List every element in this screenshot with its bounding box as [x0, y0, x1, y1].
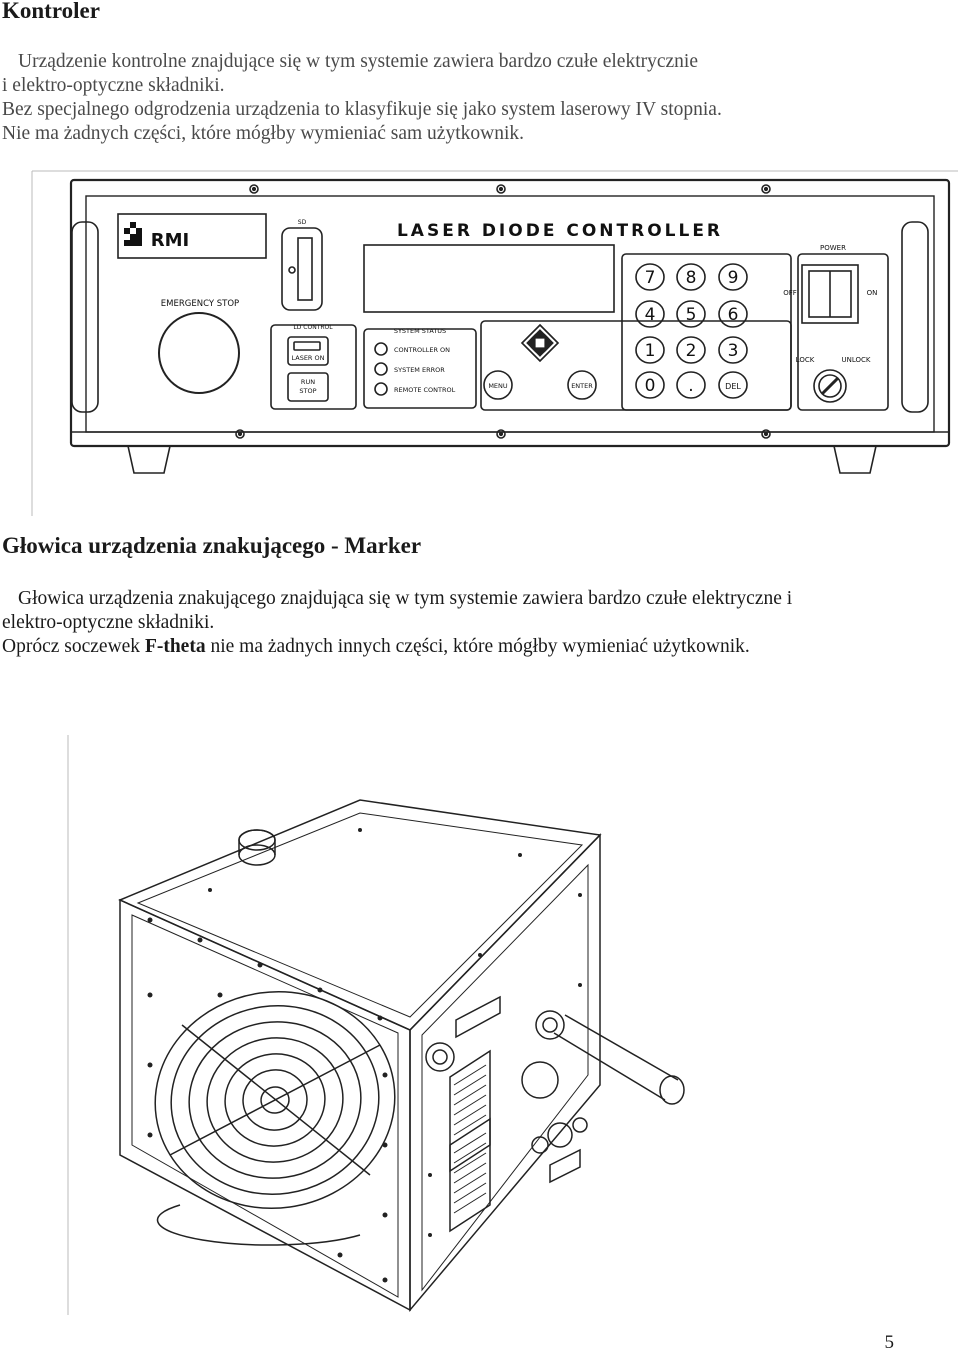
- status-remote-control: REMOTE CONTROL: [394, 386, 456, 394]
- key-del: DEL: [725, 382, 741, 391]
- f-theta-term: F-theta: [144, 636, 206, 657]
- controller-description: Urządzenie kontrolne znajdujące się w ty…: [2, 50, 722, 146]
- key-3: 3: [728, 341, 739, 361]
- text-line: Urządzenie kontrolne znajdujące się w ty…: [18, 51, 699, 72]
- run-label: RUN: [301, 378, 315, 386]
- menu-key-label: MENU: [488, 382, 508, 390]
- ld-control-label: LD CONTROL: [293, 324, 333, 331]
- laser-diode-controller-figure: RMI LASER DIODE CONTROLLER EMERGENCY STO…: [31, 170, 958, 516]
- text-line: elektro-optyczne składniki.: [2, 612, 215, 633]
- system-status-label: SYSTEM STATUS: [394, 327, 446, 335]
- key-4: 4: [645, 305, 656, 325]
- key-9: 9: [728, 268, 739, 288]
- page-number: 5: [884, 1332, 895, 1353]
- power-off-label: OFF: [783, 289, 797, 297]
- controller-title: LASER DIODE CONTROLLER: [397, 221, 723, 241]
- section-title-controller: Kontroler: [2, 0, 100, 23]
- key-dot: .: [688, 376, 693, 396]
- key-8: 8: [686, 268, 697, 288]
- text-segment: Oprócz soczewek: [2, 636, 145, 657]
- text-segment: nie ma żadnych innych części, które mógł…: [205, 636, 750, 657]
- brand-logo-text: RMI: [151, 230, 189, 251]
- key-6: 6: [728, 305, 739, 325]
- text-line: Nie ma żadnych części, które mógłby wymi…: [2, 123, 525, 144]
- text-line: Bez specjalnego odgrodzenia urządzenia t…: [2, 99, 722, 120]
- marker-description: Głowica urządzenia znakującego znajdując…: [2, 587, 792, 659]
- enter-key-label: ENTER: [571, 382, 593, 390]
- key-2: 2: [686, 341, 697, 361]
- key-0: 0: [645, 376, 656, 396]
- lock-label: LOCK: [796, 356, 815, 364]
- text-line: i elektro-optyczne składniki.: [2, 75, 225, 96]
- emergency-stop-label: EMERGENCY STOP: [161, 299, 239, 309]
- laser-on-label: LASER ON: [291, 354, 324, 362]
- text-line: Głowica urządzenia znakującego znajdując…: [18, 588, 793, 609]
- stop-label: STOP: [299, 387, 316, 395]
- marker-head-figure: [67, 735, 685, 1315]
- unlock-label: UNLOCK: [842, 356, 871, 364]
- key-5: 5: [686, 305, 697, 325]
- section-title-marker: Głowica urządzenia znakującego - Marker: [2, 533, 422, 558]
- key-1: 1: [645, 341, 656, 361]
- text-line: Oprócz soczewek F-theta nie ma żadnych i…: [2, 635, 792, 659]
- status-controller-on: CONTROLLER ON: [394, 346, 450, 354]
- power-on-label: ON: [867, 289, 878, 297]
- power-label: POWER: [820, 244, 846, 252]
- key-7: 7: [645, 268, 656, 288]
- status-system-error: SYSTEM ERROR: [394, 366, 445, 374]
- sd-label: SD: [298, 219, 307, 226]
